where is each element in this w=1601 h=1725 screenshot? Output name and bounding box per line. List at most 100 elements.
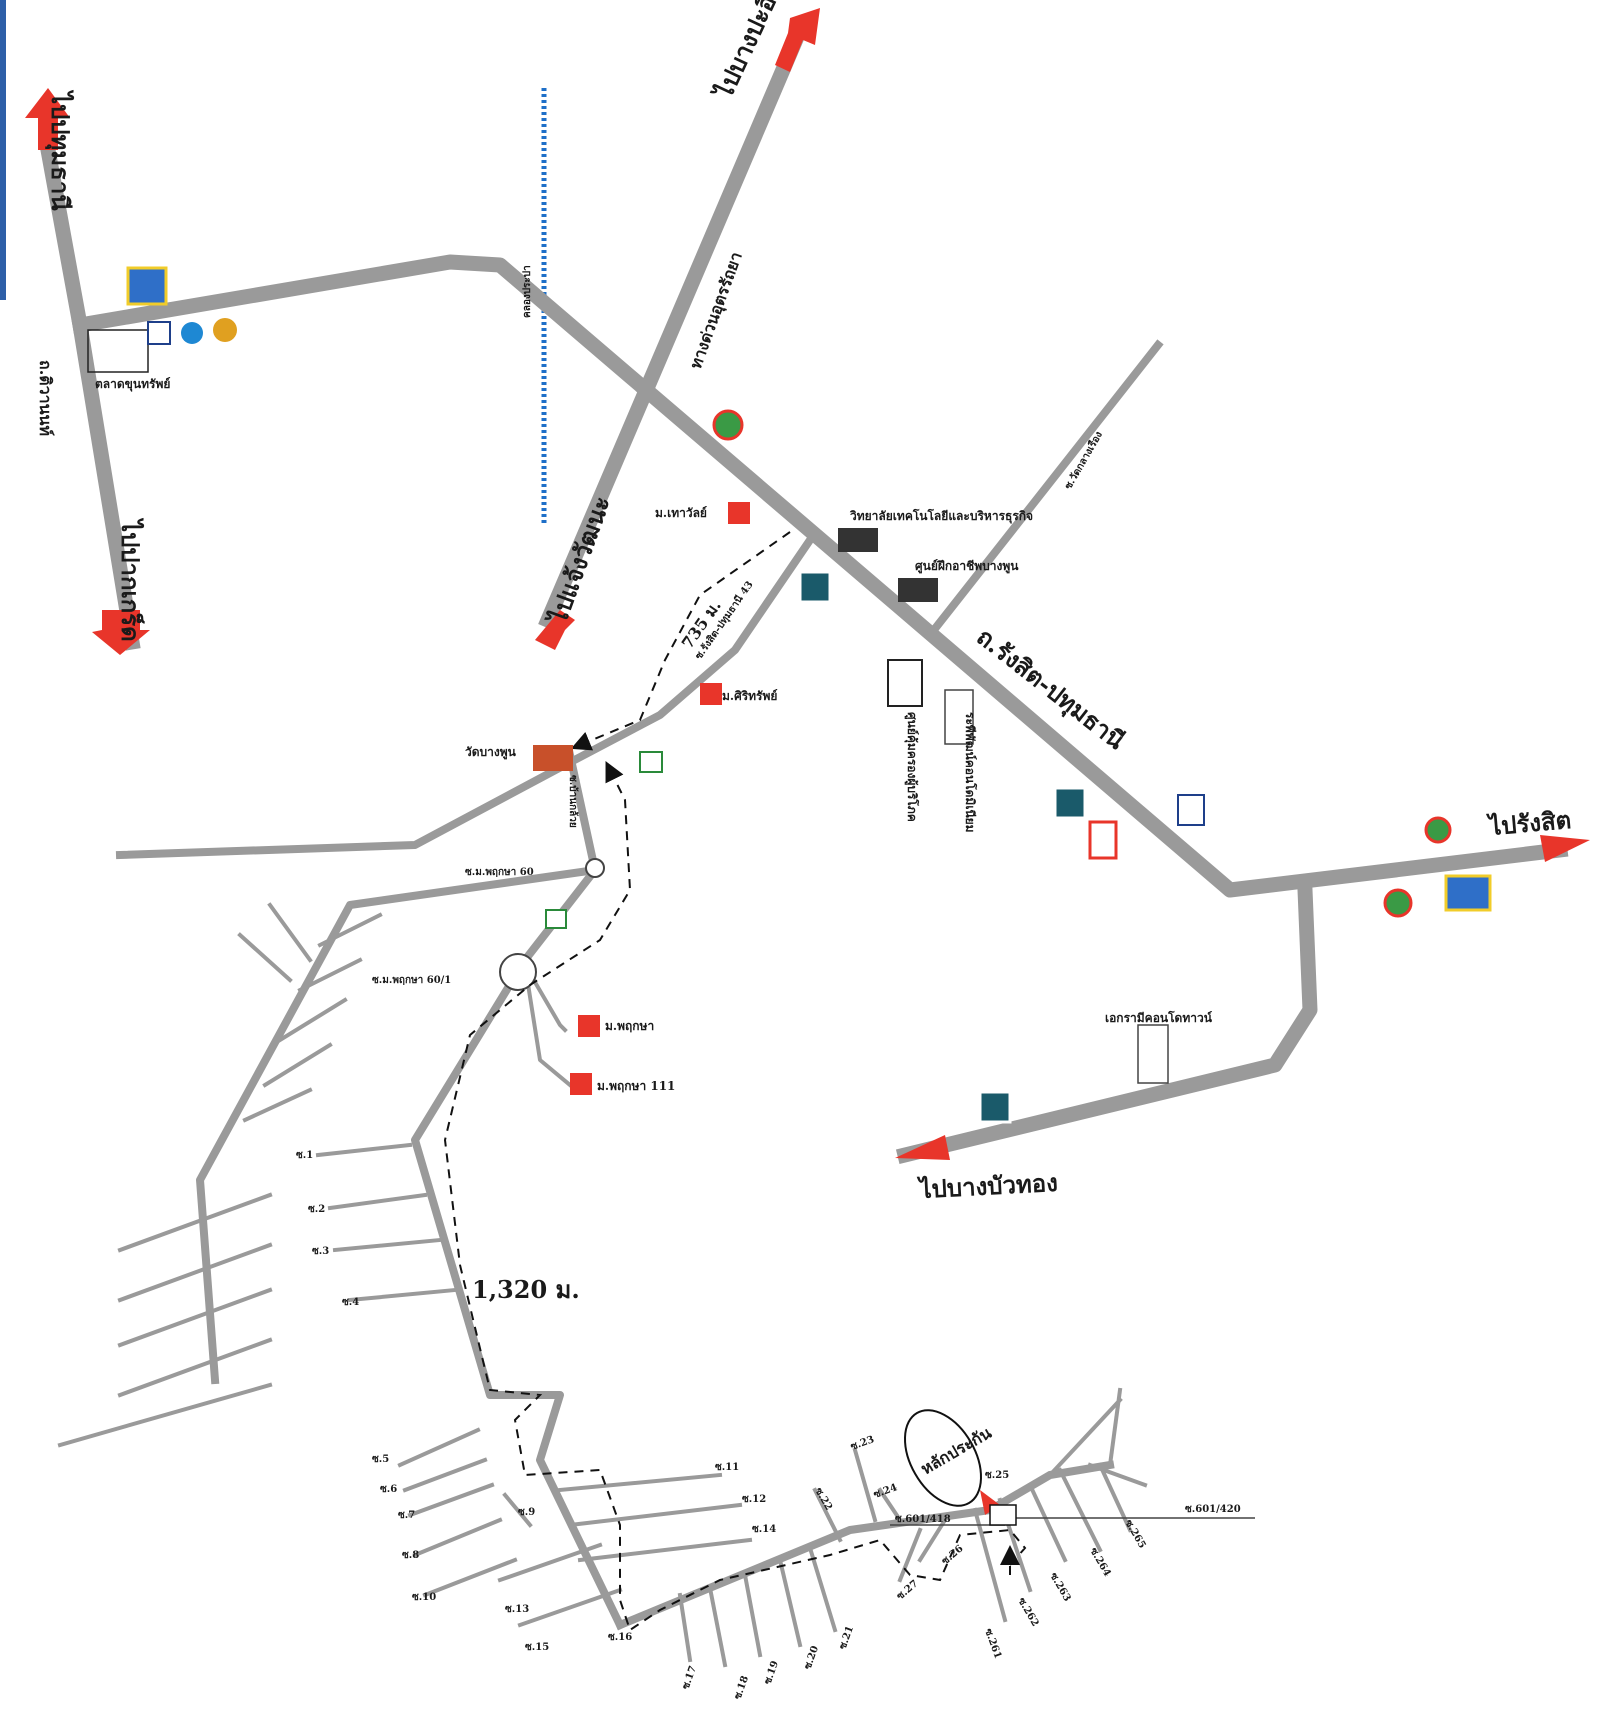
label-to-pathum-thani: ไปปทุมธานี: [44, 89, 75, 211]
condo-icon: [944, 689, 974, 745]
kfc-icon: [1088, 820, 1118, 860]
bank-icon: [1444, 874, 1492, 912]
label-soi-pruksa-60: ซ.ม.พฤกษา 60: [465, 867, 534, 878]
rangsit-pathum-road: [71, 254, 1569, 898]
label-to-bang-bua-thong: ไปบางบัวทอง: [916, 1168, 1059, 1204]
label-soi-14: ซ.14: [752, 1524, 776, 1535]
label-soi-264: ซ.264: [1087, 1546, 1112, 1579]
soi-43-road: [115, 534, 816, 860]
gas-station-icon: [798, 570, 832, 604]
label-consumer-office: ศูนย์คุ้มครองผู้บริโภค: [904, 712, 920, 822]
label-soi-9: ซ.9: [518, 1507, 535, 1518]
label-soi-265: ซ.265: [1122, 1518, 1147, 1551]
label-college: วิทยาลัยเทคโนโลยีและบริหารธุรกิจ: [850, 508, 1033, 524]
sois-1-4: [315, 1142, 458, 1303]
flag-icon: [887, 659, 923, 707]
secondary-roads: [115, 534, 1123, 1631]
label-soi-8: ซ.8: [402, 1550, 419, 1561]
to-moo-pruksa-111: [522, 962, 573, 1088]
bank-icon: [181, 322, 203, 344]
school-icon: [898, 578, 938, 602]
label-soi-19: ซ.19: [762, 1659, 781, 1686]
route-segment-2: [443, 761, 1027, 1632]
label-soi-pruksa-60-1: ซ.ม.พฤกษา 60/1: [372, 975, 451, 986]
left-sois: [57, 902, 383, 1448]
label-soi-11: ซ.11: [715, 1462, 739, 1473]
label-talad: ตลาดขุนทรัพย์: [95, 377, 170, 392]
kfc-icon: [712, 409, 744, 441]
label-soi-17: ซ.17: [680, 1664, 699, 1691]
arrow-to-pathum-thani: [25, 88, 70, 150]
arrow-to-bang-bua-thong: [895, 1135, 950, 1160]
label-soi-13: ซ.13: [505, 1604, 529, 1615]
label-soi-16: ซ.16: [608, 1632, 632, 1643]
village-icon: [578, 1015, 600, 1037]
label-moo-pruksa: ม.พฤกษา: [605, 1019, 654, 1033]
map-icons: [126, 266, 1492, 1124]
label-soi-27: ซ.27: [895, 1578, 921, 1602]
label-soi-18: ซ.18: [732, 1674, 751, 1701]
label-distance-1320: 1,320 ม.: [472, 1275, 580, 1304]
village-icon: [728, 502, 750, 524]
village-icon: [700, 683, 722, 705]
label-soi-23: ซ.23: [849, 1434, 876, 1453]
route-segment-1: [570, 531, 791, 751]
label-soi-2: ซ.2: [308, 1204, 325, 1215]
pruksa-main-road: [411, 750, 626, 1631]
temple-icon: [533, 745, 573, 771]
pruksa-60-road: [196, 865, 600, 1385]
label-wat-bang-phun: วัดบางพูน: [465, 745, 517, 760]
label-addr-420: ซ.601/420: [1185, 1504, 1241, 1515]
upper-right-soi: [1047, 1397, 1123, 1478]
bank-icon: [213, 318, 237, 342]
label-addr-418: ซ.601/418: [895, 1514, 951, 1525]
to-moo-pruksa: [522, 962, 568, 1033]
bank-icon: [126, 266, 168, 306]
label-soi-1: ซ.1: [296, 1150, 313, 1161]
arrow-to-rangsit: [1540, 835, 1590, 862]
school-icon: [838, 528, 878, 552]
destination-ellipse[interactable]: [889, 1397, 996, 1519]
condo-icon: [1137, 1024, 1169, 1084]
label-soi-12: ซ.12: [742, 1494, 766, 1505]
direction-arrows: [25, 8, 1590, 1160]
arrow-to-chaeng-watthana: [535, 610, 575, 650]
label-soi-262: ซ.262: [1015, 1596, 1040, 1629]
seven-eleven-icon: [545, 909, 567, 929]
gas-station-icon: [1177, 794, 1205, 826]
label-rangsit-condo: ระพีพัฒน์คอนโดมิเนียม: [963, 712, 978, 833]
label-soi-5: ซ.5: [372, 1454, 389, 1465]
label-khlong: คลองประปา: [521, 265, 533, 318]
village-icon: [570, 1073, 592, 1095]
soi-wat-klang-road: [924, 339, 1164, 641]
roundabout-small: [585, 858, 605, 878]
main-roads: [39, 20, 1569, 1165]
label-soi-3: ซ.3: [312, 1246, 329, 1257]
seven-eleven-icon: [639, 751, 663, 773]
label-soi-20: ซ.20: [802, 1644, 821, 1671]
label-moo-pruksa-111: ม.พฤกษา 111: [597, 1079, 675, 1093]
label-tiwanon-road: ถ.ติวานนท์: [36, 360, 55, 436]
label-soi-21: ซ.21: [837, 1625, 856, 1651]
label-to-pak-kret: ไปปากเกร็ด: [116, 517, 145, 642]
label-soi-261: ซ.261: [982, 1627, 1003, 1660]
label-moo-suvarnabhumi: ม.เทาวัลย์: [655, 506, 707, 520]
arrow-to-pak-kret: [92, 610, 150, 655]
label-soi-4: ซ.4: [342, 1297, 359, 1308]
talad-block: [87, 329, 149, 373]
roundabout-large: [499, 953, 537, 991]
kfc-icon: [1383, 888, 1413, 918]
label-soi-22: ซ.22: [812, 1486, 834, 1512]
label-soi-263: ซ.263: [1047, 1571, 1072, 1604]
destination-pin-icon: [980, 1490, 1000, 1515]
label-to-chaeng-watthana: ไปแจ้งวัฒนะ: [542, 492, 616, 630]
label-soi-15: ซ.15: [525, 1642, 549, 1653]
bang-bua-thong-road: [895, 882, 1318, 1165]
gas-station-icon: [1053, 786, 1087, 820]
bank-icon: [147, 321, 171, 345]
label-soi-7: ซ.7: [398, 1510, 415, 1521]
label-soi-25: ซ.25: [985, 1470, 1009, 1481]
lower-sois: [397, 1427, 1148, 1668]
label-ekrami-condo: เอกรามีคอนโดทาวน์: [1105, 1010, 1213, 1025]
